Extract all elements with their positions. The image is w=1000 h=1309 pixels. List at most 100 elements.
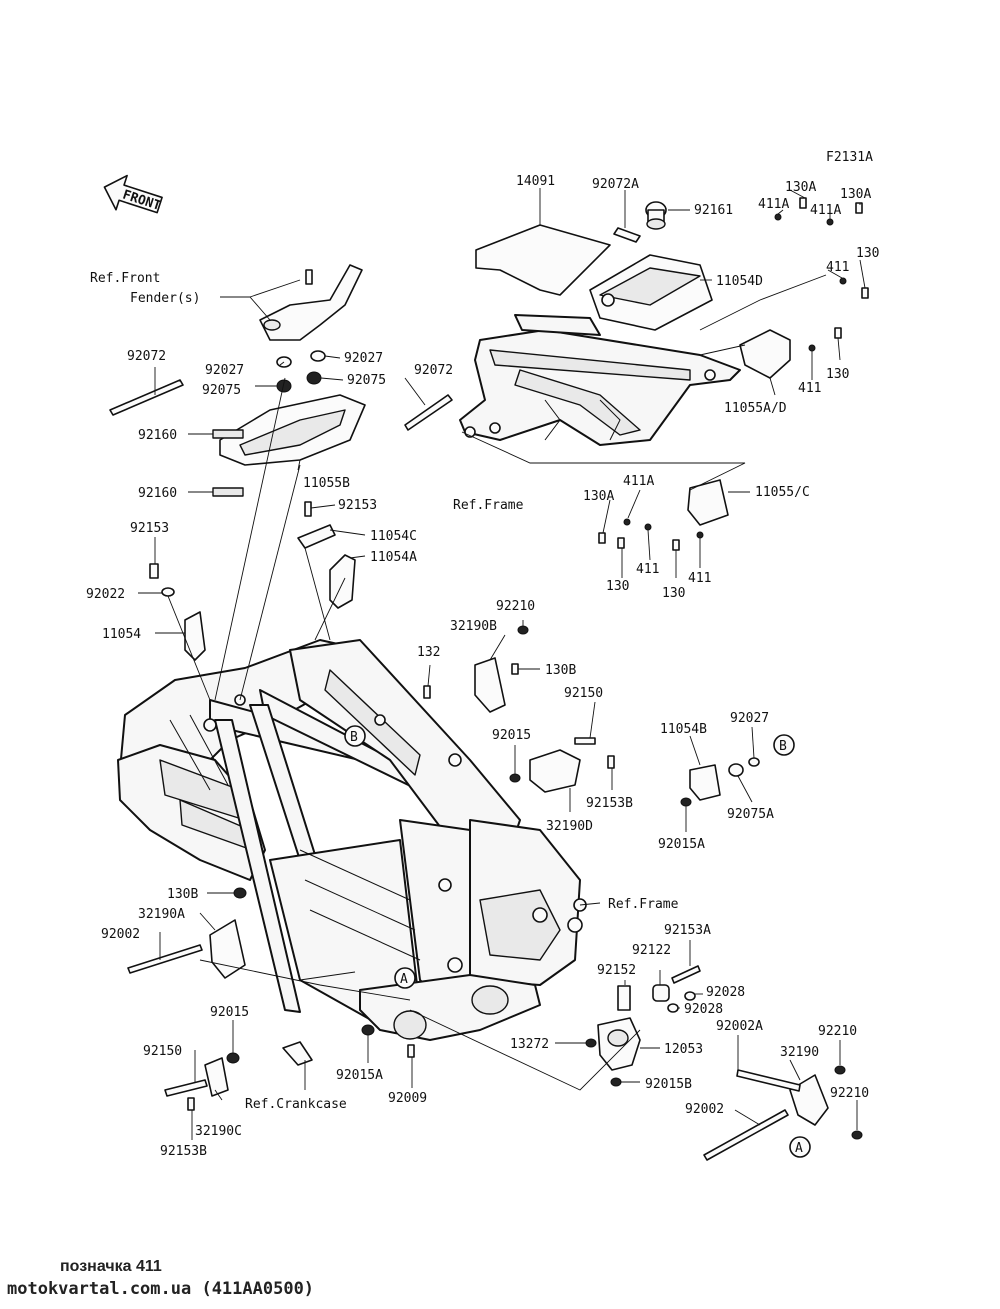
tray-11055B [219,394,366,466]
strap-92072-mid [404,394,453,431]
label-32190C: 32190C [195,1124,242,1139]
label-92122: 92122 [632,943,671,958]
label-130A-3: 130A [583,489,614,504]
label-92210-a: 92210 [818,1024,857,1039]
grommet-92075A [728,763,744,777]
label-411-4: 411 [688,571,711,586]
bolt-92009 [407,1044,415,1058]
crankcase-bracket [282,1041,313,1066]
label-92153-left: 92153 [130,521,169,536]
svg-text:A: A [795,1141,803,1156]
label-92153B-top: 92153B [586,796,633,811]
bracket-32190B [474,657,506,713]
label-411A-2: 411A [810,203,841,218]
svg-text:B: B [779,739,787,754]
nut-130B-left [233,887,247,899]
tray-14091 [475,224,611,296]
label-92210-b: 92210 [830,1086,869,1101]
label-411A-3: 411A [623,474,654,489]
bolt-92153B-bot [187,1097,195,1111]
nut-92015-top [509,773,521,783]
label-92027-left: 92027 [205,363,244,378]
label-411-2: 411 [798,381,821,396]
label-32190: 32190 [780,1045,819,1060]
bracket-32190C [204,1057,229,1097]
nut-92015B [610,1077,622,1087]
label-11055B: 11055B [303,476,350,491]
label-411A-1: 411A [758,197,789,212]
bolt-92002A [736,1069,801,1092]
label-32190A: 32190A [138,907,185,922]
label-130A-2: 130A [840,187,871,202]
nut-92210-top [517,625,529,635]
label-92015B: 92015B [645,1077,692,1092]
mount-12053 [597,1017,641,1071]
front-fender-bracket [259,264,363,341]
label-92028-2: 92028 [684,1002,723,1017]
svg-text:B: B [350,730,358,745]
nut-13272 [585,1038,597,1048]
leader-lines [138,188,866,1140]
label-11054: 11054 [102,627,141,642]
bolts-top-right [598,197,869,551]
label-130-3: 130 [606,579,629,594]
footer-note: позначка 411 [60,1258,162,1275]
callout-a-right: A [789,1136,811,1158]
label-92027-right: 92027 [344,351,383,366]
label-11054B: 11054B [660,722,707,737]
svg-text:A: A [400,972,408,987]
label-11054C: 11054C [370,529,417,544]
bolt-92153-top [304,501,312,517]
label-92075-left: 92075 [202,383,241,398]
sub-frame [459,314,741,446]
label-92072A: 92072A [592,177,639,192]
label-92075-right: 92075 [347,373,386,388]
callout-a-left: A [394,967,416,989]
label-92150-bot: 92150 [143,1044,182,1059]
bracket-11054C [297,524,336,549]
label-11054D: 11054D [716,274,763,289]
bracket-11055AD [739,329,791,379]
label-130-4: 130 [662,586,685,601]
label-92015-top: 92015 [492,728,531,743]
pad-92160-bot [212,487,244,497]
label-92002-left: 92002 [101,927,140,942]
main-frame [117,639,587,1041]
label-ref-frame-upper: Ref.Frame [453,498,524,513]
label-92009: 92009 [388,1091,427,1106]
collar-92122 [652,984,670,1002]
footer-site: motokvartal.com.ua (411AA0500) [7,1279,315,1299]
label-130-2: 130 [826,367,849,382]
washer-92028-2 [667,1003,679,1013]
label-32190B: 32190B [450,619,497,634]
grommet-92027-right [310,350,326,362]
battery-box-11054D [589,254,713,331]
label-13272: 13272 [510,1037,549,1052]
callout-b-right: B [773,734,795,756]
label-92028-1: 92028 [706,985,745,1000]
label-92015A-right: 92015A [658,837,705,852]
nut-92015A-right [680,797,692,807]
label-11055C: 11055/C [755,485,810,500]
label-92152: 92152 [597,963,636,978]
bracket-11055C [687,479,729,526]
callout-b-left: B [344,725,366,747]
figure-code: F2131A [826,150,873,165]
label-92022: 92022 [86,587,125,602]
label-92161: 92161 [694,203,733,218]
bracket-32190D [529,749,581,793]
label-130B-left: 130B [167,887,198,902]
label-132: 132 [417,645,440,660]
nut-92210-a [834,1065,846,1075]
bracket-32190A [209,919,246,979]
bracket-11054 [184,611,206,661]
grommet-92075-right [306,371,322,385]
label-92153A: 92153A [664,923,711,938]
label-12053: 12053 [664,1042,703,1057]
bolt-132 [423,685,431,699]
label-92150-top: 92150 [564,686,603,701]
label-ref-frame-lower: Ref.Frame [608,897,679,912]
label-92153-top: 92153 [338,498,377,513]
bolt-92153B-top [607,755,615,769]
